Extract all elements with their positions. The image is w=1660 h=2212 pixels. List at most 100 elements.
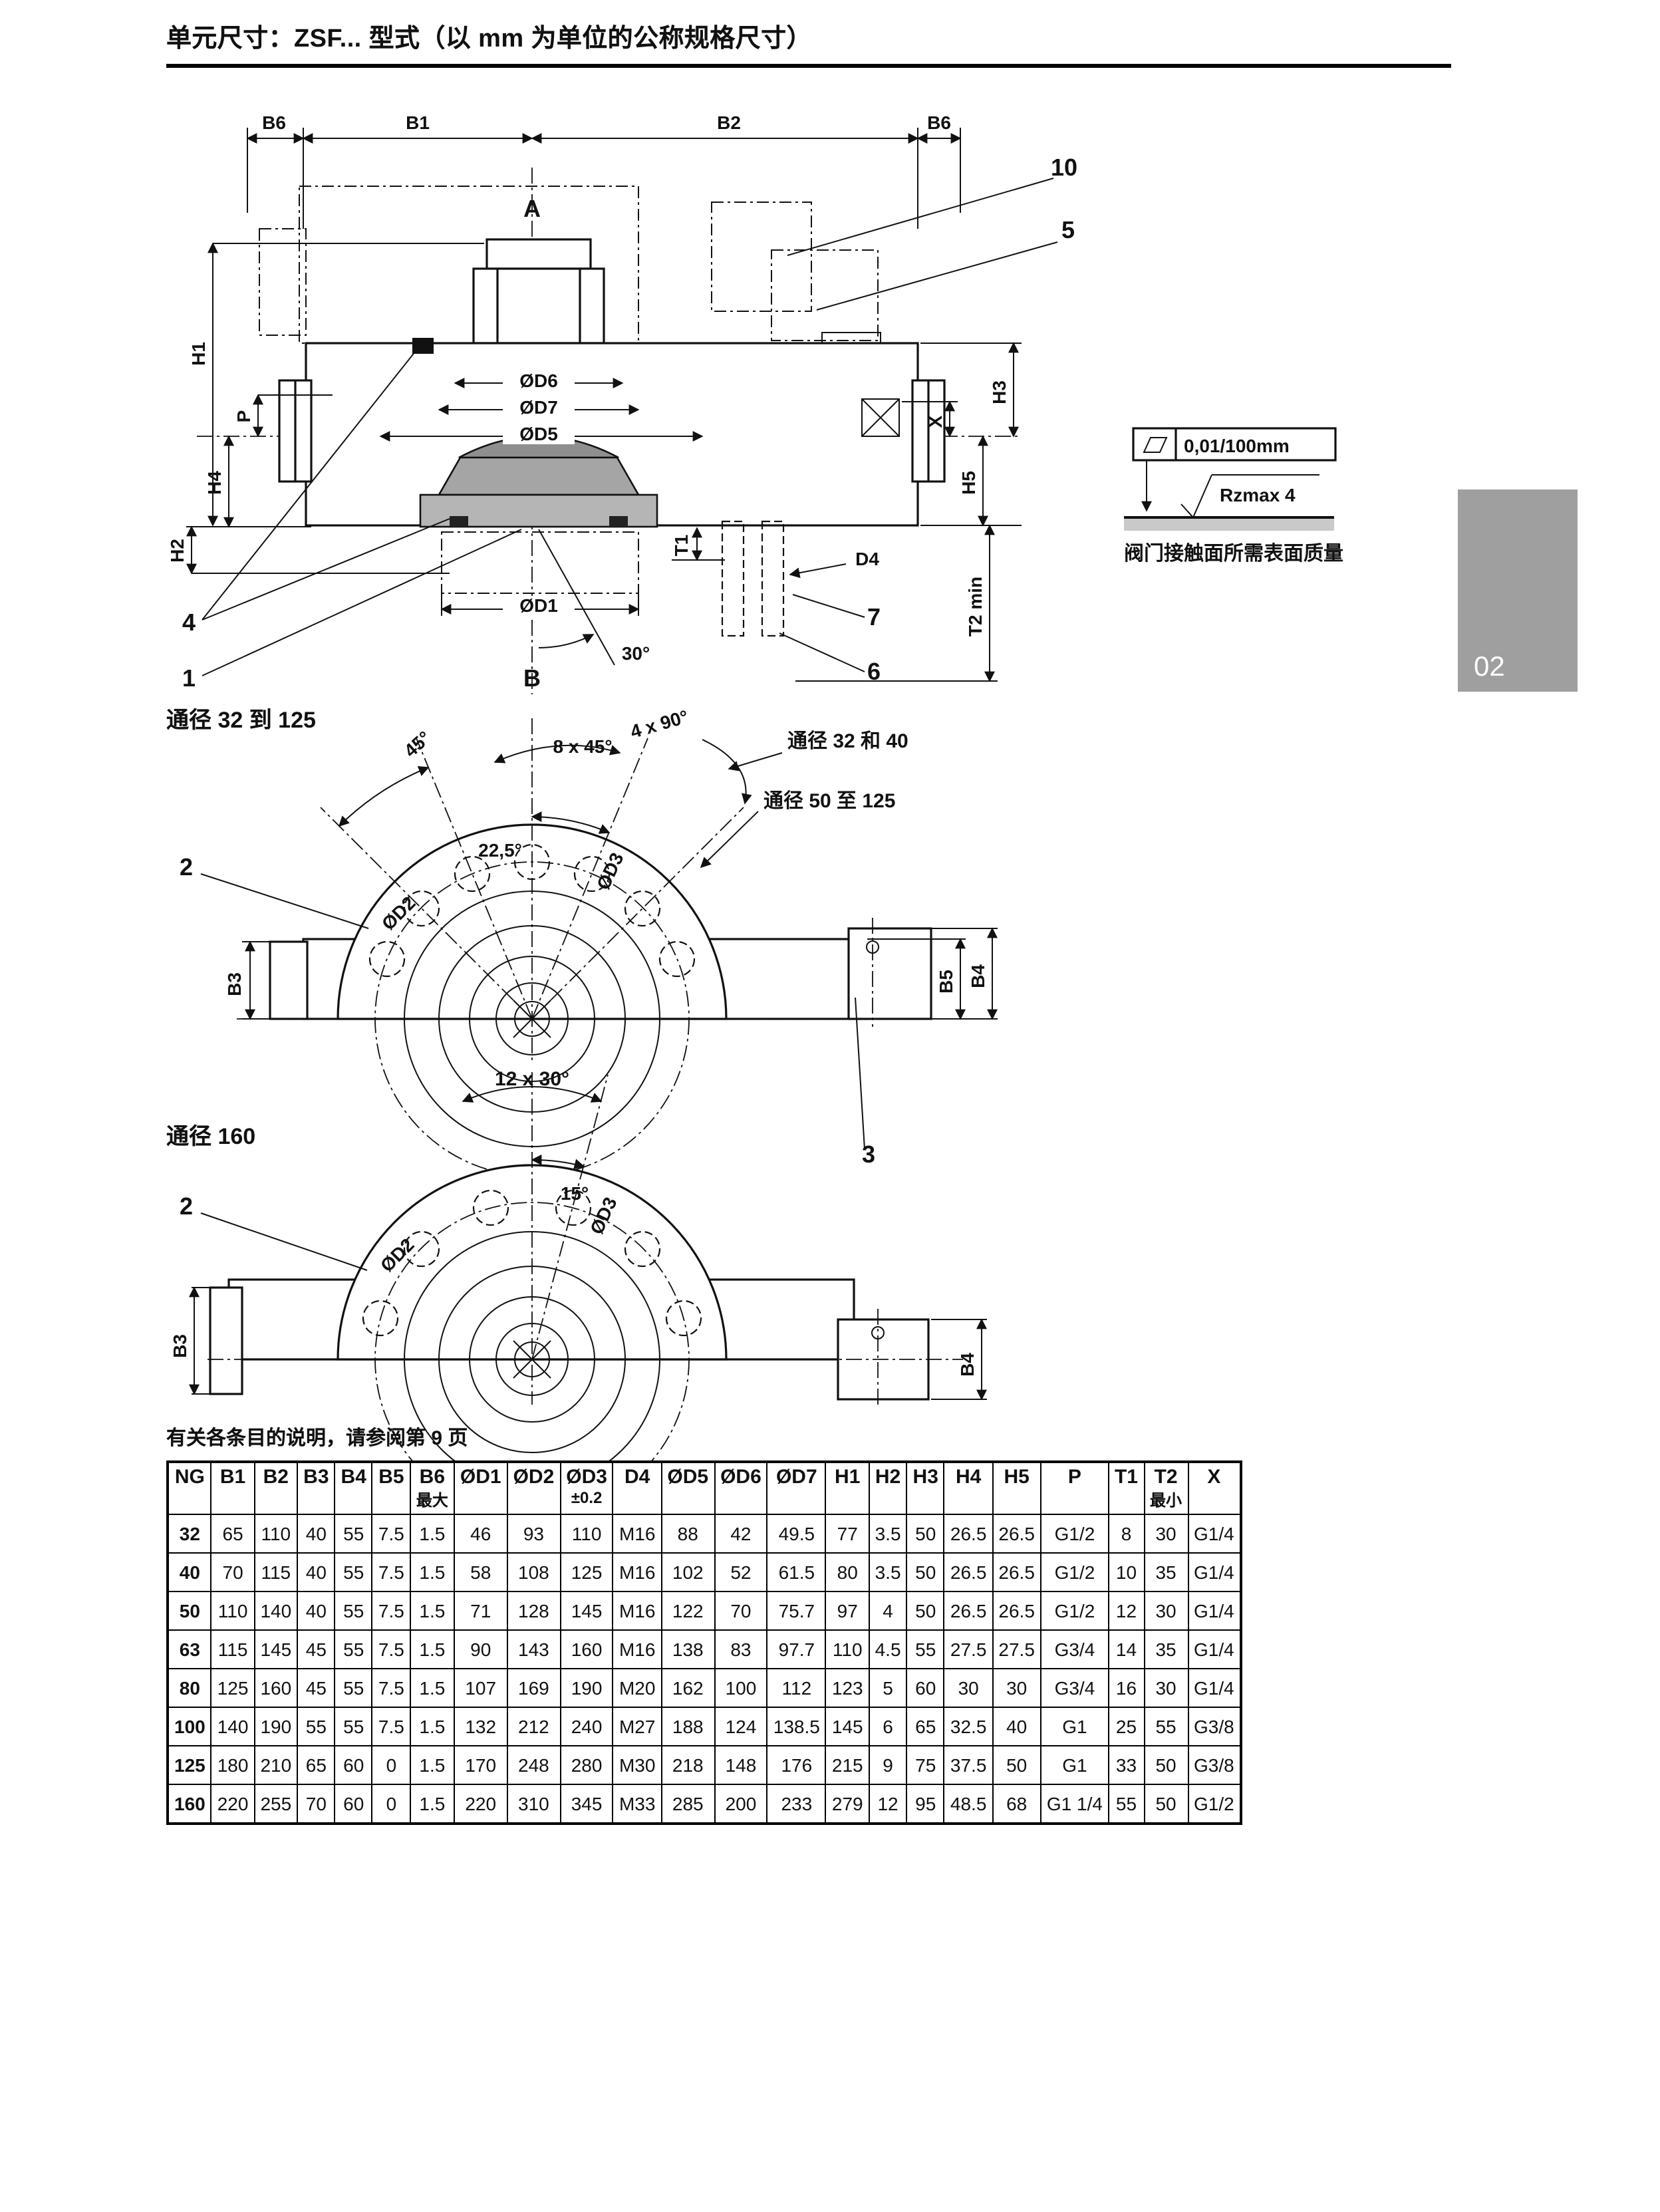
table-cell: 180 bbox=[210, 1745, 255, 1785]
table-cell: 50 bbox=[992, 1745, 1041, 1785]
table-cell: 0 bbox=[371, 1745, 411, 1785]
table-cell: 10 bbox=[1107, 1552, 1145, 1592]
callout-2-large: 2 bbox=[180, 1192, 193, 1220]
table-cell: G3/4 bbox=[1039, 1668, 1109, 1708]
page-number-tab: 02 bbox=[1458, 489, 1578, 692]
table-cell: 115 bbox=[253, 1552, 299, 1592]
angle-45-label: 45° bbox=[400, 727, 435, 761]
dim-label-30deg: 30° bbox=[622, 643, 650, 664]
row-ng-cell: 100 bbox=[167, 1707, 212, 1746]
table-cell: 220 bbox=[210, 1784, 255, 1824]
callout-10: 10 bbox=[1051, 154, 1077, 181]
table-cell: 110 bbox=[253, 1514, 299, 1554]
dim-label-b3-large: B3 bbox=[170, 1334, 190, 1358]
table-cell: 55 bbox=[334, 1514, 373, 1554]
table-cell: 1.5 bbox=[409, 1784, 455, 1824]
angle-8x45-label: 8 x 45° bbox=[553, 736, 612, 757]
table-cell: 50 bbox=[906, 1552, 945, 1592]
table-cell: 102 bbox=[660, 1552, 716, 1592]
callout-4: 4 bbox=[182, 609, 196, 636]
table-cell: 75.7 bbox=[766, 1591, 827, 1631]
table-cell: 140 bbox=[253, 1591, 299, 1631]
table-cell: 115 bbox=[210, 1629, 255, 1669]
table-cell: 65 bbox=[906, 1707, 945, 1746]
table-cell: 55 bbox=[297, 1707, 336, 1746]
dim-label-p: P bbox=[233, 410, 254, 423]
table-cell: 95 bbox=[906, 1784, 945, 1824]
table-cell: 35 bbox=[1143, 1552, 1189, 1592]
dim-label-b6-left: B6 bbox=[262, 112, 286, 133]
table-cell: 88 bbox=[660, 1514, 716, 1554]
dim-label-b5: B5 bbox=[936, 970, 956, 994]
table-cell: 26.5 bbox=[992, 1591, 1041, 1631]
table-cell: 50 bbox=[906, 1514, 945, 1554]
row-ng-cell: 160 bbox=[167, 1784, 212, 1824]
dim-label-h5: H5 bbox=[958, 471, 979, 495]
table-cell: 8 bbox=[1107, 1514, 1145, 1554]
seal-right bbox=[609, 516, 628, 527]
table-cell: 26.5 bbox=[992, 1514, 1041, 1554]
table-cell: 108 bbox=[506, 1552, 561, 1592]
page-number: 02 bbox=[1474, 652, 1505, 682]
table-cell: 1.5 bbox=[409, 1552, 455, 1592]
column-header: T1 bbox=[1107, 1461, 1145, 1515]
table-cell: 100 bbox=[714, 1668, 768, 1708]
callout-3: 3 bbox=[862, 1141, 875, 1168]
table-cell: 80 bbox=[825, 1552, 870, 1592]
callout-5: 5 bbox=[1061, 216, 1075, 243]
dim-label-b2: B2 bbox=[717, 112, 741, 133]
table-cell: 124 bbox=[714, 1707, 768, 1746]
cross-section-view: B6 B1 B2 B6 10 5 A bbox=[167, 112, 1343, 694]
table-cell: 30 bbox=[1143, 1591, 1189, 1631]
table-cell: G1/4 bbox=[1187, 1514, 1242, 1554]
column-header: ØD6 bbox=[714, 1461, 768, 1515]
table-cell: G3/8 bbox=[1187, 1707, 1242, 1746]
table-cell: 7.5 bbox=[371, 1514, 411, 1554]
table-cell: 60 bbox=[334, 1784, 373, 1824]
table-cell: 212 bbox=[506, 1707, 561, 1746]
flange-view-dn160: 12 x 30° 15° ØD2 ØD3 2 3 B3 B4 bbox=[170, 997, 987, 1517]
table-cell: 1.5 bbox=[409, 1629, 455, 1669]
table-cell: 52 bbox=[714, 1552, 768, 1592]
angle-15-label: 15° bbox=[561, 1183, 589, 1204]
dim-label-b4-large: B4 bbox=[957, 1353, 978, 1377]
table-cell: 55 bbox=[334, 1668, 373, 1708]
table-cell: 310 bbox=[506, 1784, 561, 1824]
table-cell: 61.5 bbox=[766, 1552, 827, 1592]
dim-label-h3: H3 bbox=[989, 380, 1010, 404]
table-cell: M33 bbox=[612, 1784, 662, 1824]
surface-note: 阀门接触面所需表面质量 bbox=[1124, 543, 1343, 565]
table-cell: 7.5 bbox=[371, 1707, 411, 1746]
table-cell: 110 bbox=[210, 1591, 255, 1631]
column-header: P bbox=[1039, 1461, 1109, 1515]
table-cell: G1/4 bbox=[1187, 1629, 1242, 1669]
table-cell: 75 bbox=[906, 1745, 945, 1785]
table-cell: 68 bbox=[992, 1784, 1041, 1824]
flatness-tolerance-box bbox=[1132, 427, 1337, 462]
table-cell: 190 bbox=[253, 1707, 299, 1746]
table-cell: 125 bbox=[210, 1668, 255, 1708]
table-cell: 55 bbox=[1107, 1784, 1145, 1824]
section-label-dn160: 通径 160 bbox=[166, 1124, 256, 1149]
table-cell: 55 bbox=[1143, 1707, 1189, 1746]
table-cell: 97 bbox=[825, 1591, 870, 1631]
callout-2-small: 2 bbox=[180, 853, 193, 881]
roughness-value: Rzmax 4 bbox=[1220, 485, 1296, 505]
dim-label-b4-small: B4 bbox=[968, 964, 988, 988]
table-cell: 3.5 bbox=[868, 1552, 908, 1592]
table-cell: 27.5 bbox=[943, 1629, 994, 1669]
table-cell: 55 bbox=[334, 1591, 373, 1631]
table-cell: 200 bbox=[714, 1784, 768, 1824]
dim-label-b6-right: B6 bbox=[927, 112, 951, 133]
table-cell: 1.5 bbox=[409, 1591, 455, 1631]
column-header: ØD3±0.2 bbox=[559, 1461, 614, 1515]
table-cell: 7.5 bbox=[371, 1629, 411, 1669]
table-cell: 40 bbox=[297, 1514, 336, 1554]
column-header: H2 bbox=[868, 1461, 908, 1515]
